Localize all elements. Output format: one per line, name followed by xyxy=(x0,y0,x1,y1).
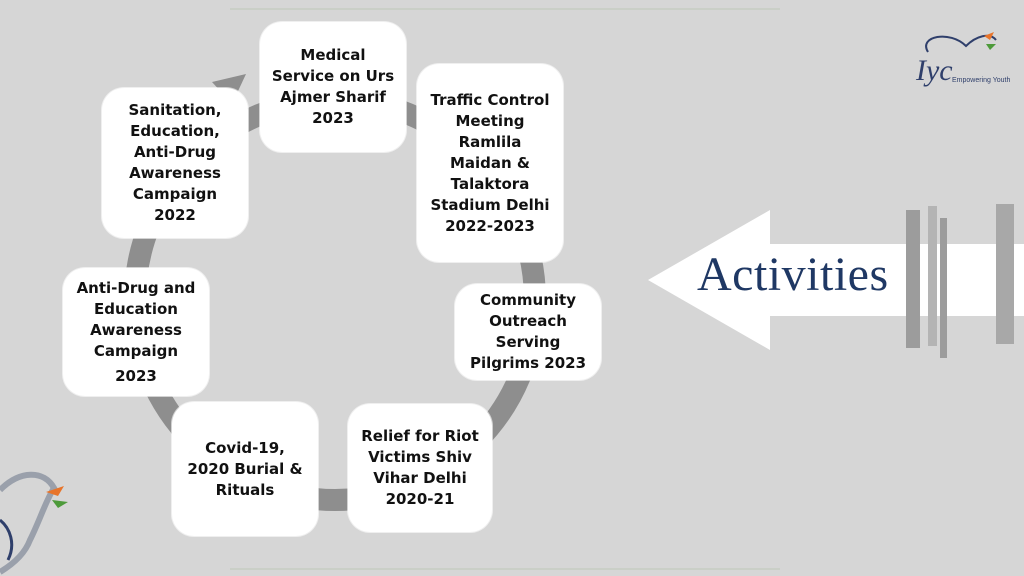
arrow-bar xyxy=(928,206,937,346)
activity-card-sanitation-2022: Sanitation, Education, Anti-Drug Awarene… xyxy=(102,88,248,238)
card-line: Covid-19, xyxy=(205,438,285,457)
card-line: Talaktora xyxy=(450,174,530,193)
leaf-icon xyxy=(46,486,64,496)
activity-card-traffic-control: Traffic Control Meeting Ramlila Maidan &… xyxy=(417,64,563,262)
card-line: 2023 xyxy=(312,109,354,127)
card-line: Rituals xyxy=(215,480,275,499)
card-line: Service on Urs xyxy=(271,67,395,85)
card-line: Community xyxy=(479,291,577,309)
card-line: 2023 xyxy=(115,366,157,385)
card-line: Serving xyxy=(495,333,561,351)
card-line: Meeting xyxy=(455,111,525,130)
dove-icon xyxy=(925,34,997,53)
logo: Iyc Empowering Youth xyxy=(915,32,1010,87)
activities-arrow xyxy=(648,204,1024,358)
card-line: Campaign xyxy=(132,185,218,203)
card-line: Education xyxy=(94,299,178,318)
card-line: Traffic Control xyxy=(430,90,550,109)
leaf-icon xyxy=(52,500,68,508)
card-line: Stadium Delhi xyxy=(430,195,550,214)
card-line: Ramlila xyxy=(458,132,522,151)
card-line: 2020-21 xyxy=(385,490,455,508)
card-line: Victims Shiv xyxy=(368,448,472,466)
arrow-bar xyxy=(996,204,1014,344)
card-line: Pilgrims 2023 xyxy=(469,354,587,372)
card-line: Vihar Delhi xyxy=(373,469,467,487)
card-line: Relief for Riot xyxy=(361,427,479,445)
activities-title: Activities xyxy=(697,248,889,301)
leaf-icon xyxy=(984,32,994,40)
activity-card-riot-relief: Relief for Riot Victims Shiv Vihar Delhi… xyxy=(348,404,492,532)
card-line: Anti-Drug and xyxy=(76,278,196,297)
leaf-icon xyxy=(986,44,996,50)
dove-corner-icon xyxy=(0,471,68,575)
activity-card-covid-burial: Covid-19, 2020 Burial & Rituals xyxy=(172,402,318,536)
card-line: Awareness xyxy=(129,164,221,182)
card-line: 2022 xyxy=(154,206,196,224)
activity-card-medical-service: Medical Service on Urs Ajmer Sharif 2023 xyxy=(260,22,406,152)
arrow-bar xyxy=(940,218,947,358)
card-line: Education, xyxy=(130,122,220,140)
card-line: Medical xyxy=(300,46,366,64)
card-line: Campaign xyxy=(93,341,179,360)
activity-card-community-outreach: Community Outreach Serving Pilgrims 2023 xyxy=(455,284,601,380)
logo-tagline: Empowering Youth xyxy=(952,77,1010,84)
card-line: Awareness xyxy=(90,320,182,339)
card-line: Ajmer Sharif xyxy=(280,88,386,106)
activity-card-anti-drug-2023: Anti-Drug and Education Awareness Campai… xyxy=(63,268,209,396)
card-line: Anti-Drug xyxy=(133,143,217,161)
card-line: Outreach xyxy=(489,312,567,330)
card-line: 2022-2023 xyxy=(445,216,535,235)
arrow-bar xyxy=(906,210,920,348)
card-line: 2020 Burial & xyxy=(187,459,303,478)
card-line: Maidan & xyxy=(449,153,531,172)
logo-initials: Iyc xyxy=(915,54,953,87)
card-line: Sanitation, xyxy=(128,101,222,119)
